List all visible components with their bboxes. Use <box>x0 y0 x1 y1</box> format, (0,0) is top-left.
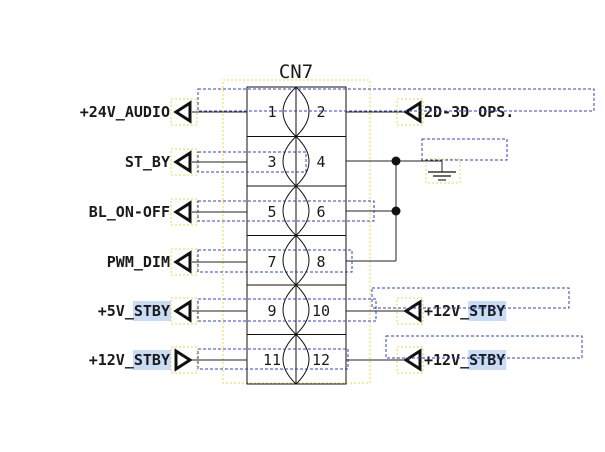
input-port-icon <box>173 250 192 274</box>
net-label: ST_BY <box>125 153 170 171</box>
pin-number-right: 2 <box>316 103 325 121</box>
input-port-icon <box>173 200 192 224</box>
junction-dot-pin4 <box>391 156 401 166</box>
port-symbol-box <box>396 98 424 126</box>
net-label-highlight: STBY <box>134 351 170 369</box>
net-label: +5V_STBY <box>98 302 170 320</box>
port-symbol-box <box>170 346 198 374</box>
contact-arc-left <box>282 136 297 187</box>
net-label-text: 2D-3D OPS. <box>424 103 514 121</box>
port-symbol-box <box>170 297 198 325</box>
bus-wiring <box>346 138 508 262</box>
net-label-highlight: STBY <box>134 302 170 320</box>
net-label: BL_ON-OFF <box>89 203 170 221</box>
net-label: PWM_DIM <box>107 253 170 271</box>
net-label-highlight: STBY <box>469 351 505 369</box>
pin-number-right: 4 <box>316 153 325 171</box>
port-symbol-box <box>170 248 198 276</box>
left-nets: +24V_AUDIOST_BYBL_ON-OFFPWM_DIM+5V_STBY+… <box>80 98 247 374</box>
highlight-background <box>468 301 507 321</box>
net-label-text: +12V_ <box>89 351 135 369</box>
right-net: +12V_STBY <box>346 297 507 325</box>
input-port-icon <box>403 299 422 323</box>
left-net: +5V_STBY <box>98 297 247 325</box>
input-port-icon <box>403 348 422 372</box>
contact-arc-right <box>295 185 310 236</box>
net-label-text: +5V_ <box>98 302 135 320</box>
left-net: +24V_AUDIO <box>80 98 247 126</box>
net-label-text: +24V_AUDIO <box>80 103 170 121</box>
contact-arc-right <box>295 334 310 385</box>
input-port-icon <box>173 100 192 124</box>
net-label: +12V_STBY <box>424 351 505 369</box>
input-port-icon <box>403 100 422 124</box>
net-label-text: +12V_ <box>424 302 470 320</box>
left-net: PWM_DIM <box>107 248 247 276</box>
highlight-background <box>468 350 507 370</box>
ground-net-box <box>421 138 508 161</box>
highlight-background <box>132 301 171 321</box>
contact-arc-right <box>295 284 310 335</box>
net-label-text: +12V_ <box>424 351 470 369</box>
contact-arc-left <box>282 185 297 236</box>
pin-number-left: 11 <box>263 351 281 369</box>
contact-arc-left <box>282 86 297 137</box>
pin-number-right: 12 <box>312 351 330 369</box>
pin-number-left: 9 <box>267 302 276 320</box>
connector-outline-outer <box>222 79 371 384</box>
contact-arc-right <box>295 86 310 137</box>
net-label: +24V_AUDIO <box>80 103 170 121</box>
net-label: 2D-3D OPS. <box>424 103 514 121</box>
port-symbol-box <box>170 98 198 126</box>
pin-number-left: 3 <box>267 153 276 171</box>
contact-arc-right <box>295 235 310 286</box>
net-label: +12V_STBY <box>89 351 170 369</box>
left-net: +12V_STBY <box>89 346 247 374</box>
pin-number-left: 1 <box>267 103 276 121</box>
port-symbol-box <box>170 148 198 176</box>
contact-arc-left <box>282 235 297 286</box>
pin-number-right: 10 <box>312 302 330 320</box>
pin-number-right: 6 <box>316 203 325 221</box>
port-symbol-box <box>396 346 424 374</box>
port-symbol-box <box>396 297 424 325</box>
ground-symbol-box <box>425 158 461 184</box>
pin-number-right: 8 <box>316 253 325 271</box>
left-net: BL_ON-OFF <box>89 198 247 226</box>
net-label-text: PWM_DIM <box>107 253 170 271</box>
pin-number-left: 5 <box>267 203 276 221</box>
input-port-icon <box>173 150 192 174</box>
connector-title: CN7 <box>279 61 313 83</box>
net-label: +12V_STBY <box>424 302 505 320</box>
input-port-icon <box>173 299 192 323</box>
contact-arc-right <box>295 136 310 187</box>
net-annotation-boxes <box>197 88 595 370</box>
net-label-text: ST_BY <box>125 153 170 171</box>
pin-number-left: 7 <box>267 253 276 271</box>
right-nets: 2D-3D OPS.+12V_STBY+12V_STBY <box>346 98 514 374</box>
ground-icon <box>428 161 456 181</box>
contact-arc-left <box>282 334 297 385</box>
right-net: +12V_STBY <box>346 346 507 374</box>
net-label-text: BL_ON-OFF <box>89 203 170 221</box>
junction-dot-pin6 <box>391 206 401 216</box>
contact-arc-left <box>282 284 297 335</box>
highlight-background <box>132 350 171 370</box>
output-port-icon <box>174 348 193 372</box>
right-net: 2D-3D OPS. <box>346 98 514 126</box>
net-label-highlight: STBY <box>469 302 505 320</box>
port-symbol-box <box>170 198 198 226</box>
left-net: ST_BY <box>125 148 247 176</box>
